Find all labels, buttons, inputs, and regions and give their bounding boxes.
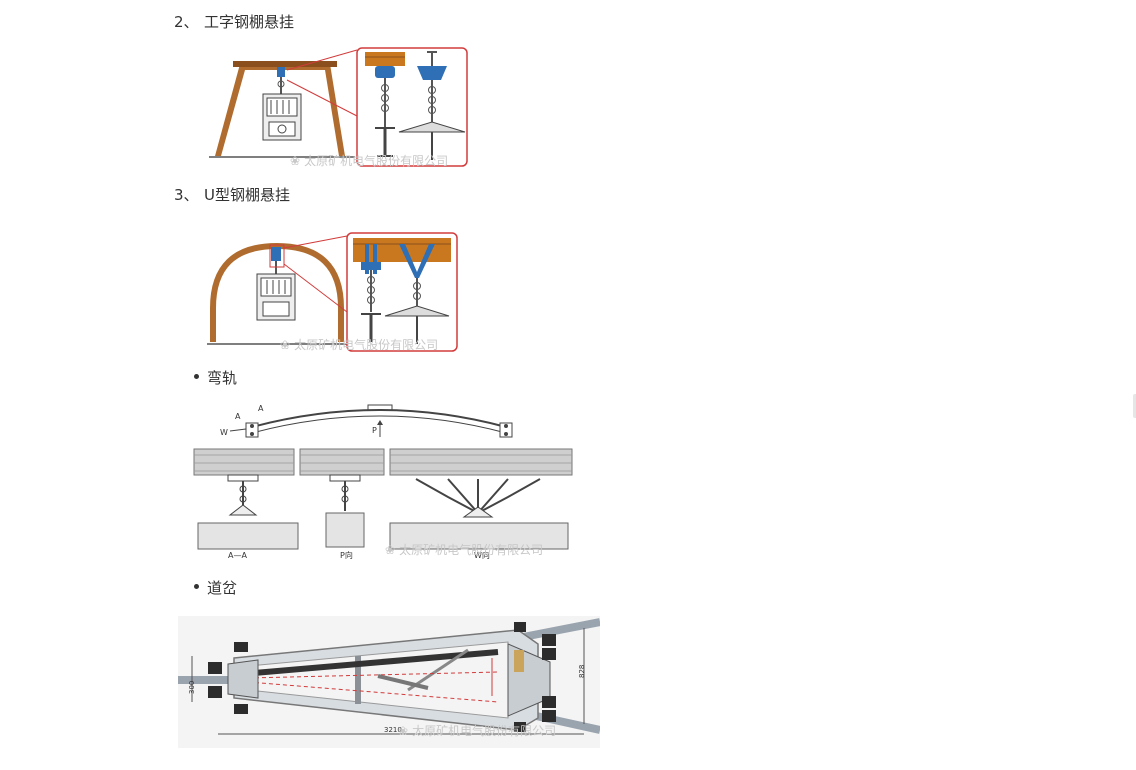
wechat-icon: ❀: [290, 154, 301, 168]
svg-text:W向: W向: [474, 550, 490, 560]
svg-text:828: 828: [578, 665, 586, 678]
curved-rail-figure: A A W P A—A P向 W向: [190, 393, 578, 565]
u-steel-suspension-figure: [205, 230, 460, 355]
section-title: 工字钢棚悬挂: [204, 13, 295, 31]
bullet-curved-rail: 弯轨: [194, 368, 237, 388]
scroll-edge-indicator: [1133, 394, 1136, 418]
bullet-turnout: 道岔: [194, 578, 237, 598]
bullet-title: 道岔: [207, 579, 238, 597]
bullet-dot: [194, 584, 199, 589]
section-title: U型钢棚悬挂: [204, 186, 290, 204]
section-heading-i-beam: 2、工字钢棚悬挂: [174, 12, 294, 32]
section-number: 2、: [174, 13, 199, 31]
watermark: ❀太原矿机电气股份有限公司: [290, 154, 449, 168]
svg-text:300: 300: [188, 681, 196, 694]
wechat-icon: ❀: [280, 338, 291, 352]
watermark: ❀太原矿机电气股份有限公司: [280, 338, 439, 352]
svg-text:A: A: [258, 404, 264, 413]
wechat-icon: ❀: [398, 724, 409, 738]
section-number: 3、: [174, 186, 199, 204]
svg-text:3210: 3210: [384, 726, 402, 734]
svg-text:A—A: A—A: [228, 551, 247, 560]
svg-text:P向: P向: [340, 550, 353, 560]
watermark: ❀太原矿机电气股份有限公司: [398, 724, 557, 738]
bullet-dot: [194, 374, 199, 379]
svg-text:A: A: [235, 412, 241, 421]
turnout-figure: 300 828 3210: [178, 616, 600, 748]
svg-text:P: P: [372, 426, 377, 435]
watermark: ❀太原矿机电气股份有限公司: [385, 543, 544, 557]
wechat-icon: ❀: [385, 543, 396, 557]
section-heading-u-steel: 3、 U型钢棚悬挂: [174, 185, 290, 205]
svg-text:W: W: [220, 428, 228, 437]
bullet-title: 弯轨: [207, 369, 238, 387]
i-beam-suspension-figure: [205, 36, 470, 168]
